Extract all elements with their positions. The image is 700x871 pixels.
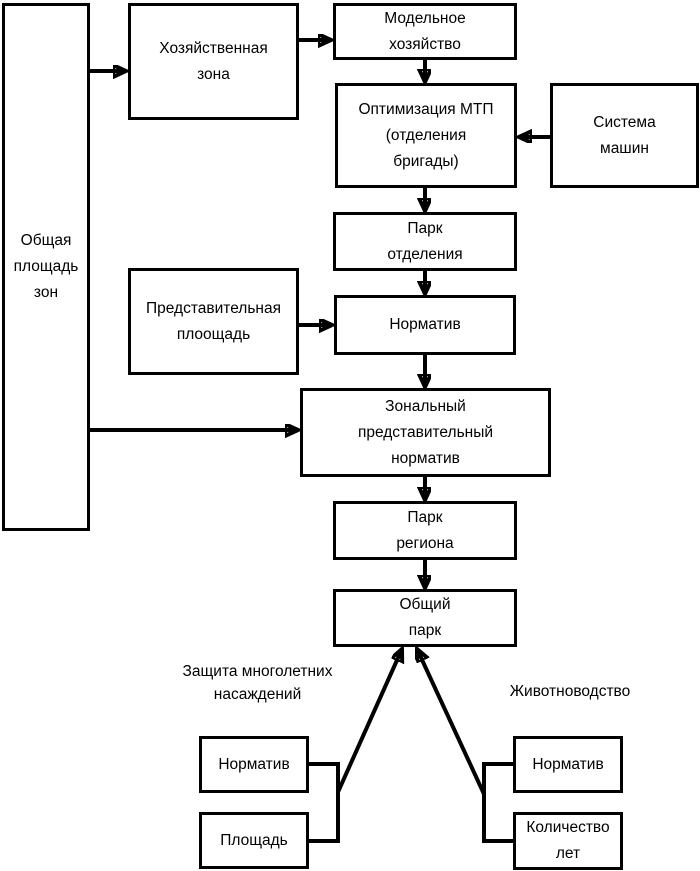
node-machine-system: Система машин xyxy=(550,83,699,188)
node-perennial-area: Площадь xyxy=(199,812,309,869)
node-region-park: Парк региона xyxy=(333,501,517,560)
arrow-perennial-group-to-total-park xyxy=(336,649,402,793)
node-zonal-standard: Зональный представительный норматив xyxy=(300,388,551,477)
node-livestock-years: Количество лет xyxy=(513,812,623,870)
arrow-livestock-group-to-total-park xyxy=(417,649,486,795)
node-total-area: Общая площадь зон xyxy=(2,3,90,531)
node-model-farm: Модельное хозяйство xyxy=(333,3,517,60)
label-livestock: Животноводство xyxy=(509,683,631,700)
node-representative-area: Представительная плоощадь xyxy=(128,268,299,375)
node-division-park: Парк отделения xyxy=(333,212,517,271)
node-perennial-standard: Норматив xyxy=(199,736,309,793)
bracket-perennial-group xyxy=(309,762,340,843)
node-total-park: Общий парк xyxy=(333,589,517,647)
bracket-livestock-group xyxy=(482,762,513,843)
node-standard: Норматив xyxy=(334,295,516,355)
node-economic-zone: Хозяйственная зона xyxy=(128,3,299,120)
node-livestock-standard: Норматив xyxy=(513,736,623,793)
label-perennial-protection: Защита многолетних насаждений xyxy=(182,663,333,703)
node-mtp-optimization: Оптимизация МТП (отделения бригады) xyxy=(335,83,517,188)
